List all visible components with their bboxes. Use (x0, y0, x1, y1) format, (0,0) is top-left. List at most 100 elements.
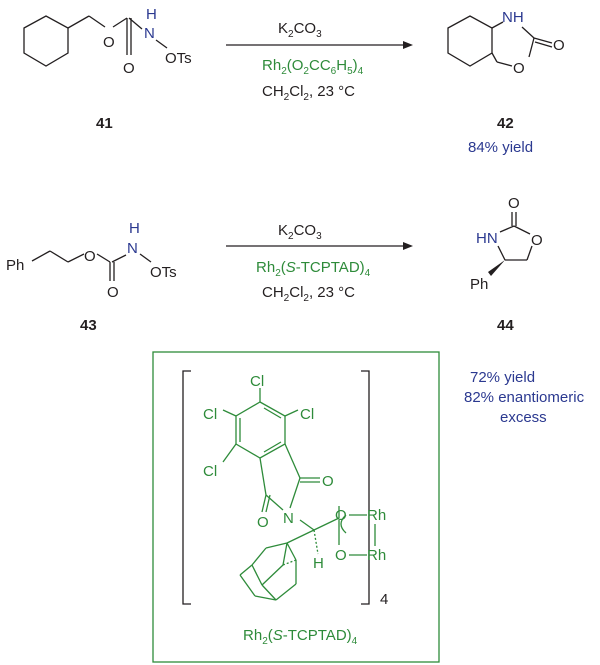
bond (284, 443, 301, 479)
reaction-2: Ph O H N OTs O 43 K2CO3 Rh2(S-TCPTAD)4 C… (6, 195, 585, 426)
bond (491, 52, 498, 63)
atom-cl: Cl (203, 406, 217, 423)
bond (513, 225, 531, 235)
aromatic-bond (263, 407, 282, 419)
compound-41-structure (23, 15, 168, 67)
atom-o: O (553, 37, 565, 54)
bond (496, 61, 513, 67)
bond (222, 409, 237, 417)
bond (96, 253, 111, 263)
bond (49, 250, 69, 263)
atom-o: O (508, 195, 520, 212)
reagent-k2co3: K2CO3 (278, 222, 322, 242)
bond (526, 245, 533, 261)
atom-h: H (129, 220, 140, 237)
dashed-bond (313, 529, 319, 555)
bond (222, 443, 237, 463)
atom-ph: Ph (6, 257, 24, 274)
bond (521, 26, 535, 39)
compound-43-structure (31, 250, 152, 281)
bond (67, 15, 90, 29)
atom-o: O (257, 514, 269, 531)
atom-h: H (146, 6, 157, 23)
bond (534, 41, 553, 48)
atom-h: H (313, 555, 324, 572)
ee-44-line2: excess (500, 409, 547, 426)
bond (139, 253, 152, 263)
reaction-1: O O H N OTs 41 K2CO3 Rh2(O2CC6H5)4 CH2Cl… (23, 6, 565, 156)
bond (155, 39, 168, 49)
bond (265, 494, 271, 513)
dimer-brackets (182, 370, 370, 605)
atom-o: O (335, 507, 347, 524)
tcptad-ligand (222, 388, 376, 601)
compound-label-42: 42 (497, 115, 514, 132)
bond (286, 529, 315, 544)
bond (497, 245, 506, 261)
bond (261, 494, 267, 513)
catalyst-rh2-benzoate: Rh2(O2CC6H5)4 (262, 57, 364, 77)
atom-ots: OTs (165, 50, 192, 67)
atom-nh: NH (502, 9, 524, 26)
compound-44-structure (497, 212, 533, 261)
bond (88, 15, 106, 28)
resonance-arc (340, 514, 347, 534)
right-bracket (361, 370, 370, 605)
atom-o: O (123, 60, 135, 77)
left-bracket (182, 370, 191, 605)
atom-o: O (84, 248, 96, 265)
bond (289, 477, 301, 509)
cyclohexane-ring (23, 15, 69, 67)
bond (111, 254, 127, 263)
atom-n: N (144, 25, 155, 42)
atom-hn: HN (476, 230, 498, 247)
bond (528, 37, 535, 58)
bond (313, 517, 340, 531)
atom-o: O (322, 473, 334, 490)
atom-ots: OTs (150, 264, 177, 281)
atom-o: O (531, 232, 543, 249)
yield-44: 72% yield (470, 369, 535, 386)
compound-label-41: 41 (96, 115, 113, 132)
bond (112, 17, 128, 28)
compound-label-44: 44 (497, 317, 514, 334)
yield-42: 84% yield (468, 139, 533, 156)
adamantyl-cage (239, 542, 297, 601)
atom-rh: Rh (367, 547, 386, 564)
bond (299, 519, 315, 531)
solvent-conditions-2: CH2Cl2, 23 °C (262, 284, 355, 304)
catalyst-caption: Rh2(S-TCPTAD)4 (243, 627, 358, 647)
wedge-bond (488, 260, 505, 276)
bond (67, 253, 85, 263)
atom-o: O (513, 60, 525, 77)
atom-cl: Cl (300, 406, 314, 423)
catalyst-frame (152, 351, 440, 663)
arrowhead-2 (403, 242, 413, 250)
bond (491, 21, 504, 29)
atom-rh: Rh (367, 507, 386, 524)
atom-o: O (335, 547, 347, 564)
arrowhead-1 (403, 41, 413, 49)
bond (128, 17, 143, 30)
bond (284, 409, 299, 417)
cyclohexane-ring (447, 15, 493, 67)
compound-label-43: 43 (80, 317, 97, 334)
bond (259, 457, 267, 496)
atom-o: O (107, 284, 119, 301)
catalyst-rh2-s-tcptad: Rh2(S-TCPTAD)4 (256, 259, 371, 279)
atom-n: N (283, 510, 294, 527)
atom-ph: Ph (470, 276, 488, 293)
multiplier: 4 (380, 591, 388, 608)
catalyst-structure-box: 4 (152, 351, 440, 663)
aromatic-bond (263, 441, 282, 453)
bond (31, 250, 51, 262)
reagent-k2co3: K2CO3 (278, 20, 322, 40)
atom-o: O (103, 34, 115, 51)
atom-n: N (127, 240, 138, 257)
atom-cl: Cl (250, 373, 264, 390)
ee-44-line1: 82% enantiomeric (464, 389, 585, 406)
benzene-ring (235, 401, 286, 459)
solvent-conditions-1: CH2Cl2, 23 °C (262, 83, 355, 103)
bond (533, 37, 553, 44)
